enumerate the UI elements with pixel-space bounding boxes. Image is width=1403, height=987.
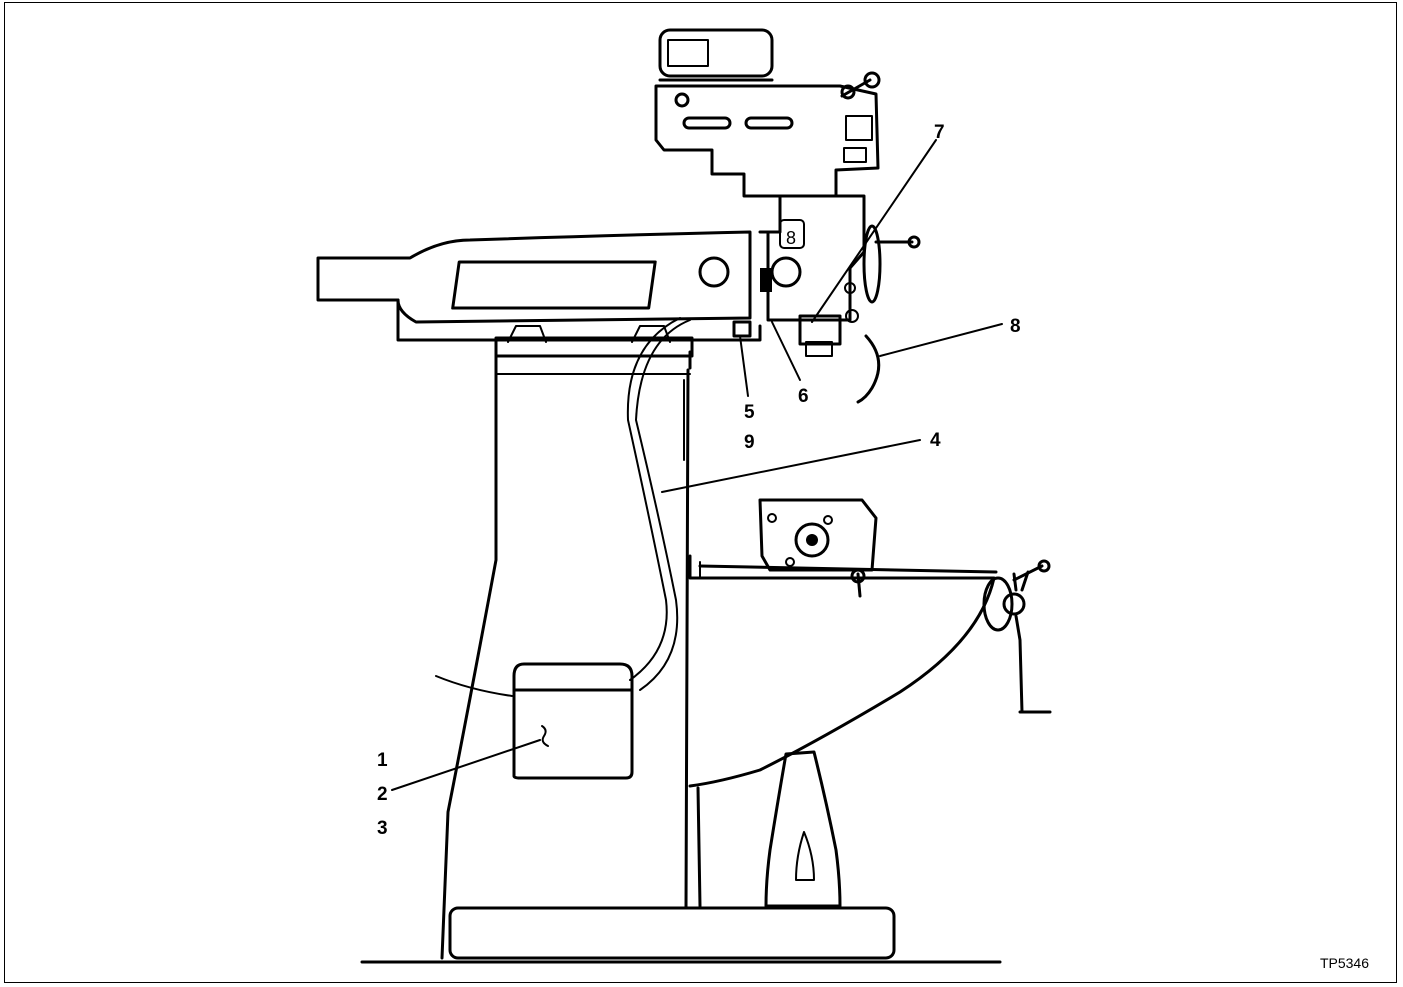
- ram-window: [451, 260, 657, 310]
- box-mark: [541, 725, 549, 747]
- knee: [688, 554, 996, 788]
- callout-8: 8: [1010, 316, 1021, 337]
- feed-dial-hub: [806, 534, 818, 546]
- feed-knob: [845, 309, 859, 323]
- callout-1: 1: [377, 750, 388, 771]
- callout-2: 2: [377, 784, 388, 805]
- leader-8: [879, 323, 1003, 357]
- quill-housing: [798, 314, 842, 346]
- speed-slot-1: [682, 116, 732, 130]
- callout-9: 9: [744, 432, 755, 453]
- crossfeed-knob: [1037, 559, 1051, 573]
- motor-badge: [845, 115, 873, 141]
- quill-handle: [856, 334, 881, 404]
- motor-lever: [840, 78, 872, 98]
- crossfeed-handwheel: [982, 576, 1014, 632]
- motor-window: [667, 39, 709, 67]
- crossfeed-arm: [1012, 572, 1018, 592]
- figure-frame: [4, 2, 1397, 983]
- feed-knob: [844, 282, 856, 294]
- belt-housing: [654, 84, 880, 198]
- feed-bolt: [785, 557, 795, 567]
- motor-knob: [863, 71, 881, 89]
- feed-dial: [794, 522, 830, 558]
- coolant-hose: [626, 317, 691, 691]
- leader-7: [811, 139, 937, 323]
- leader-6: [771, 321, 801, 381]
- head-label-plate: [779, 219, 805, 249]
- column-cap: [494, 336, 694, 358]
- feed-lever: [856, 572, 862, 598]
- motor-cap: [658, 28, 774, 78]
- elevating-crank: [1014, 614, 1024, 714]
- motor-knob: [674, 92, 690, 108]
- speed-slot-2: [744, 116, 794, 130]
- motor-knob: [840, 84, 856, 100]
- callout-6: 6: [798, 386, 809, 407]
- machine-column: [440, 350, 692, 960]
- callout-4: 4: [930, 430, 941, 451]
- ram: [316, 230, 752, 324]
- crossfeed-hub: [1002, 592, 1026, 616]
- motor-block: [843, 147, 867, 163]
- leader-5-9: [739, 335, 749, 397]
- feed-bolt: [823, 515, 833, 525]
- power-cord: [435, 675, 513, 697]
- feed-handwheel: [862, 224, 882, 304]
- machine-base: [448, 906, 896, 960]
- lock-block: [732, 320, 752, 338]
- ram-bottom: [396, 298, 762, 342]
- ram-pivot: [698, 256, 730, 288]
- figure-id: TP5346: [1319, 955, 1369, 971]
- leader-1-2-3: [391, 739, 541, 791]
- base-post: [696, 786, 702, 908]
- callout-3: 3: [377, 818, 388, 839]
- head-knob: [770, 256, 802, 288]
- screw-slot: [795, 831, 815, 881]
- feed-lever-knob: [850, 568, 866, 584]
- leader-4: [661, 439, 921, 493]
- callout-7: 7: [934, 122, 945, 143]
- head-clamp: [760, 268, 772, 292]
- feed-bolt: [767, 513, 777, 523]
- handwheel-knob: [907, 235, 921, 249]
- elevating-screw: [764, 750, 842, 908]
- head-mark: 8: [786, 228, 796, 248]
- crossfeed-arm: [1020, 570, 1030, 592]
- electrical-box: [512, 662, 634, 780]
- quill-nose: [805, 341, 833, 357]
- spindle-head: [758, 194, 866, 322]
- callout-5: 5: [744, 402, 755, 423]
- table-feed-unit: [758, 498, 878, 572]
